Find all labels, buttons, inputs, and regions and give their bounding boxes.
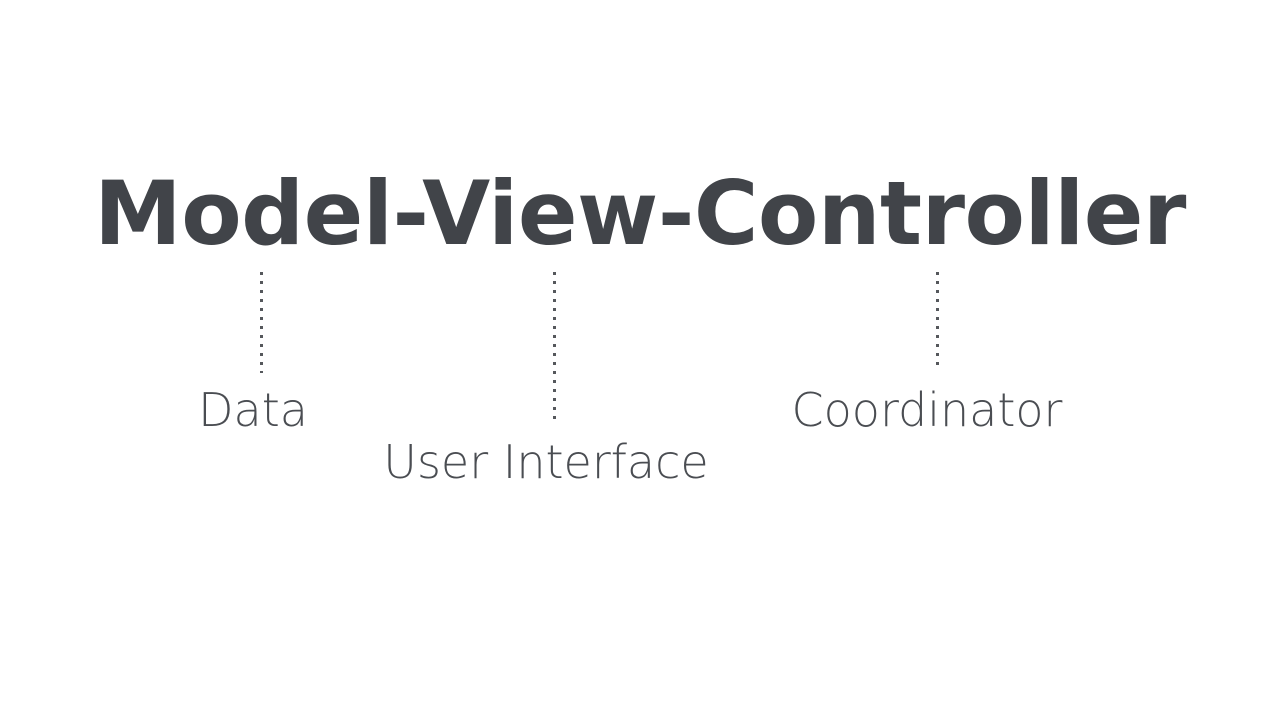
page-title: Model-View-Controller	[94, 162, 1186, 265]
connector-line-model	[260, 272, 263, 373]
connector-line-controller	[936, 272, 939, 369]
label-model-data: Data	[198, 383, 308, 437]
connector-line-view	[553, 272, 556, 419]
label-controller-coordinator: Coordinator	[791, 383, 1063, 437]
label-view-user-interface: User Interface	[383, 435, 709, 489]
